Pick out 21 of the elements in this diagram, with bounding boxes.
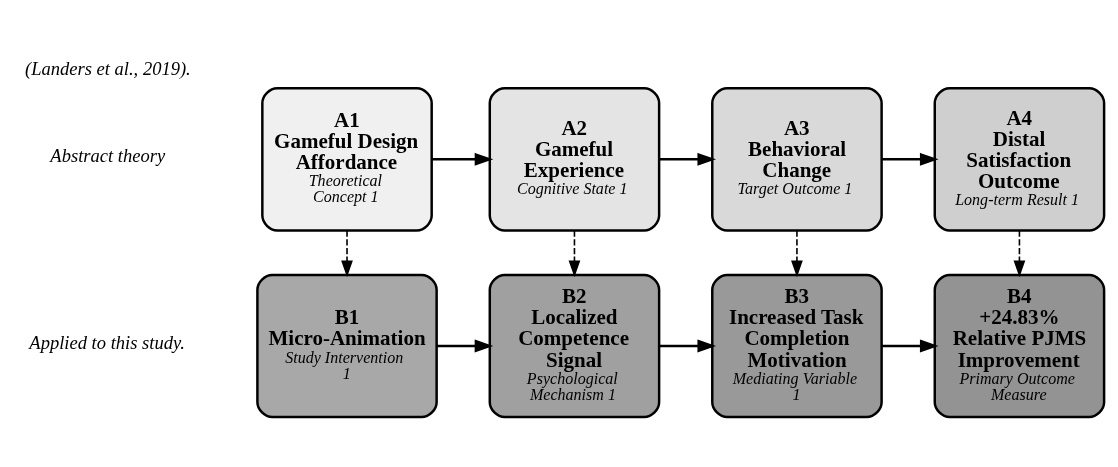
- node-box: B3 Increased Task Completion Motivation Mediating Variable 1: [711, 273, 883, 419]
- arrow: [881, 152, 939, 166]
- arrow: [1013, 229, 1026, 278]
- node-box: B1 Micro-Animation Study Intervention 1: [256, 273, 438, 419]
- arrow: [881, 339, 939, 353]
- node-box: B2 Localized Competence Signal Psychological Mechanism 1: [488, 273, 661, 419]
- arrow: [791, 229, 803, 278]
- arrow: [431, 152, 494, 166]
- arrow: [659, 152, 716, 166]
- node-box: A3 Behavioral Change Target Outcome 1: [711, 87, 883, 232]
- arrow: [568, 229, 581, 278]
- node-box: A2 Gameful Experience Cognitive State 1: [488, 87, 661, 232]
- node-box: A1 Gameful Design Affordance Theoretical Concept 1: [261, 87, 433, 232]
- label: Abstract theory: [50, 145, 166, 167]
- arrow: [659, 339, 716, 353]
- label: Applied to this study.: [29, 332, 185, 354]
- label: (Landers et al., 2019).: [25, 57, 191, 79]
- node-box: B4 +24.83% Relative PJMS Improvement Primary Outcome Measure: [933, 273, 1106, 419]
- node-box: A4 Distal Satisfaction Outcome Long-term Result 1: [933, 87, 1106, 232]
- arrow: [341, 229, 353, 278]
- arrow: [436, 339, 494, 353]
